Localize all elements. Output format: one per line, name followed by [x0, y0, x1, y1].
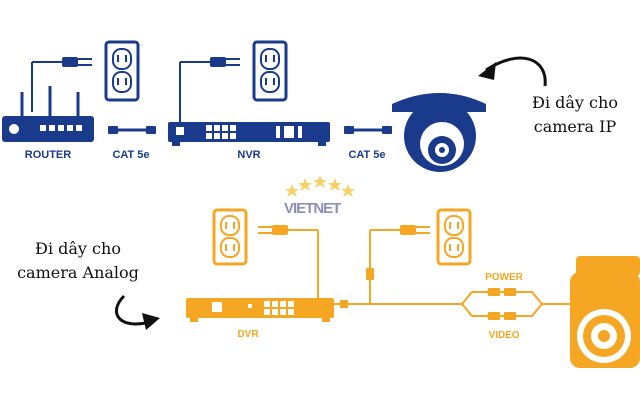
watermark-logo: VIETNET	[284, 175, 355, 217]
siamese-cable-icon	[461, 288, 543, 320]
bullet-camera-icon	[570, 256, 640, 368]
analog-wiring-section: DVR	[17, 208, 640, 368]
dvr-label: DVR	[237, 329, 259, 340]
ip-caption-line2: camera IP	[534, 117, 617, 136]
analog-caption-line1: Đi dây cho	[35, 239, 121, 258]
nvr-icon	[168, 122, 330, 146]
analog-caption-line2: camera Analog	[17, 263, 139, 282]
wall-outlet-icon	[104, 40, 140, 102]
wall-outlet-icon	[436, 208, 472, 266]
cable1-label: CAT 5e	[112, 149, 149, 161]
router-label: ROUTER	[25, 149, 72, 161]
dome-camera-icon	[392, 93, 486, 172]
wall-outlet-icon	[252, 40, 288, 102]
wall-outlet-icon	[212, 208, 248, 266]
power-plug-icon	[370, 225, 430, 235]
ip-caption-line1: Đi dây cho	[532, 93, 618, 112]
cat5e-cable-icon	[344, 126, 392, 134]
ip-wiring-section: ROUTER CAT 5e	[2, 40, 618, 172]
dvr-icon	[186, 298, 334, 322]
power-plug-icon	[32, 57, 92, 67]
cable2-label: CAT 5e	[348, 149, 385, 161]
power-plug-icon	[180, 57, 240, 67]
power-plug-icon	[258, 225, 318, 235]
curved-arrow-icon	[478, 56, 547, 87]
nvr-label: NVR	[237, 149, 260, 161]
router-icon	[2, 86, 94, 142]
video-label: VIDEO	[488, 330, 519, 341]
curved-arrow-icon	[115, 294, 160, 330]
cat5e-cable-icon	[108, 126, 156, 134]
power-adapter-icon	[366, 268, 374, 280]
watermark-text: VIETNET	[284, 200, 341, 217]
power-label: POWER	[485, 272, 524, 283]
